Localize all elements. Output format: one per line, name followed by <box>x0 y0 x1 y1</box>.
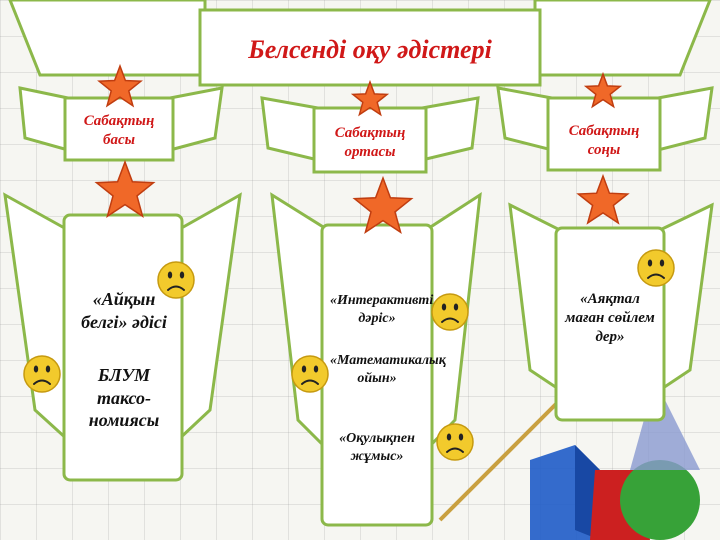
star-icon <box>350 79 390 117</box>
sad-face-icon <box>431 293 469 331</box>
column-header-banners <box>18 86 714 174</box>
sad-face-icon <box>637 249 675 287</box>
star-icon <box>94 159 156 219</box>
star-icon <box>583 71 623 109</box>
star-decorations <box>94 63 630 235</box>
star-icon <box>352 175 414 235</box>
sad-face-icon <box>291 355 329 393</box>
column-2-header: Сабақтың ортасы <box>334 125 406 160</box>
sad-face-icon <box>157 261 195 299</box>
column-2-item-3: «Оқулықпен жұмыс» <box>339 431 415 464</box>
star-icon <box>576 173 630 225</box>
column-1-item-1: «Айқын белгі» әдісі <box>81 289 167 332</box>
column-2-item-2: «Математикалық ойын» <box>330 353 446 386</box>
content-scrolls <box>3 192 714 527</box>
column-3-item-1: «Аяқтал маған сөйлем дер» <box>565 291 655 345</box>
sad-face-icon <box>23 355 61 393</box>
smiley-decorations <box>23 249 675 461</box>
column-1-item-2: БЛУМ таксо-номиясы <box>88 365 160 430</box>
diagram-title: Белсенді оқу әдістері <box>248 35 492 64</box>
sad-face-icon <box>436 423 474 461</box>
column-2-item-1: «Интерактивті дәріс» <box>330 293 434 326</box>
column-1-header: Сабақтың басы <box>83 113 155 148</box>
column-3-header: Сабақтың соңы <box>568 123 640 158</box>
geometry-decoration <box>438 380 700 540</box>
star-icon <box>97 63 143 108</box>
